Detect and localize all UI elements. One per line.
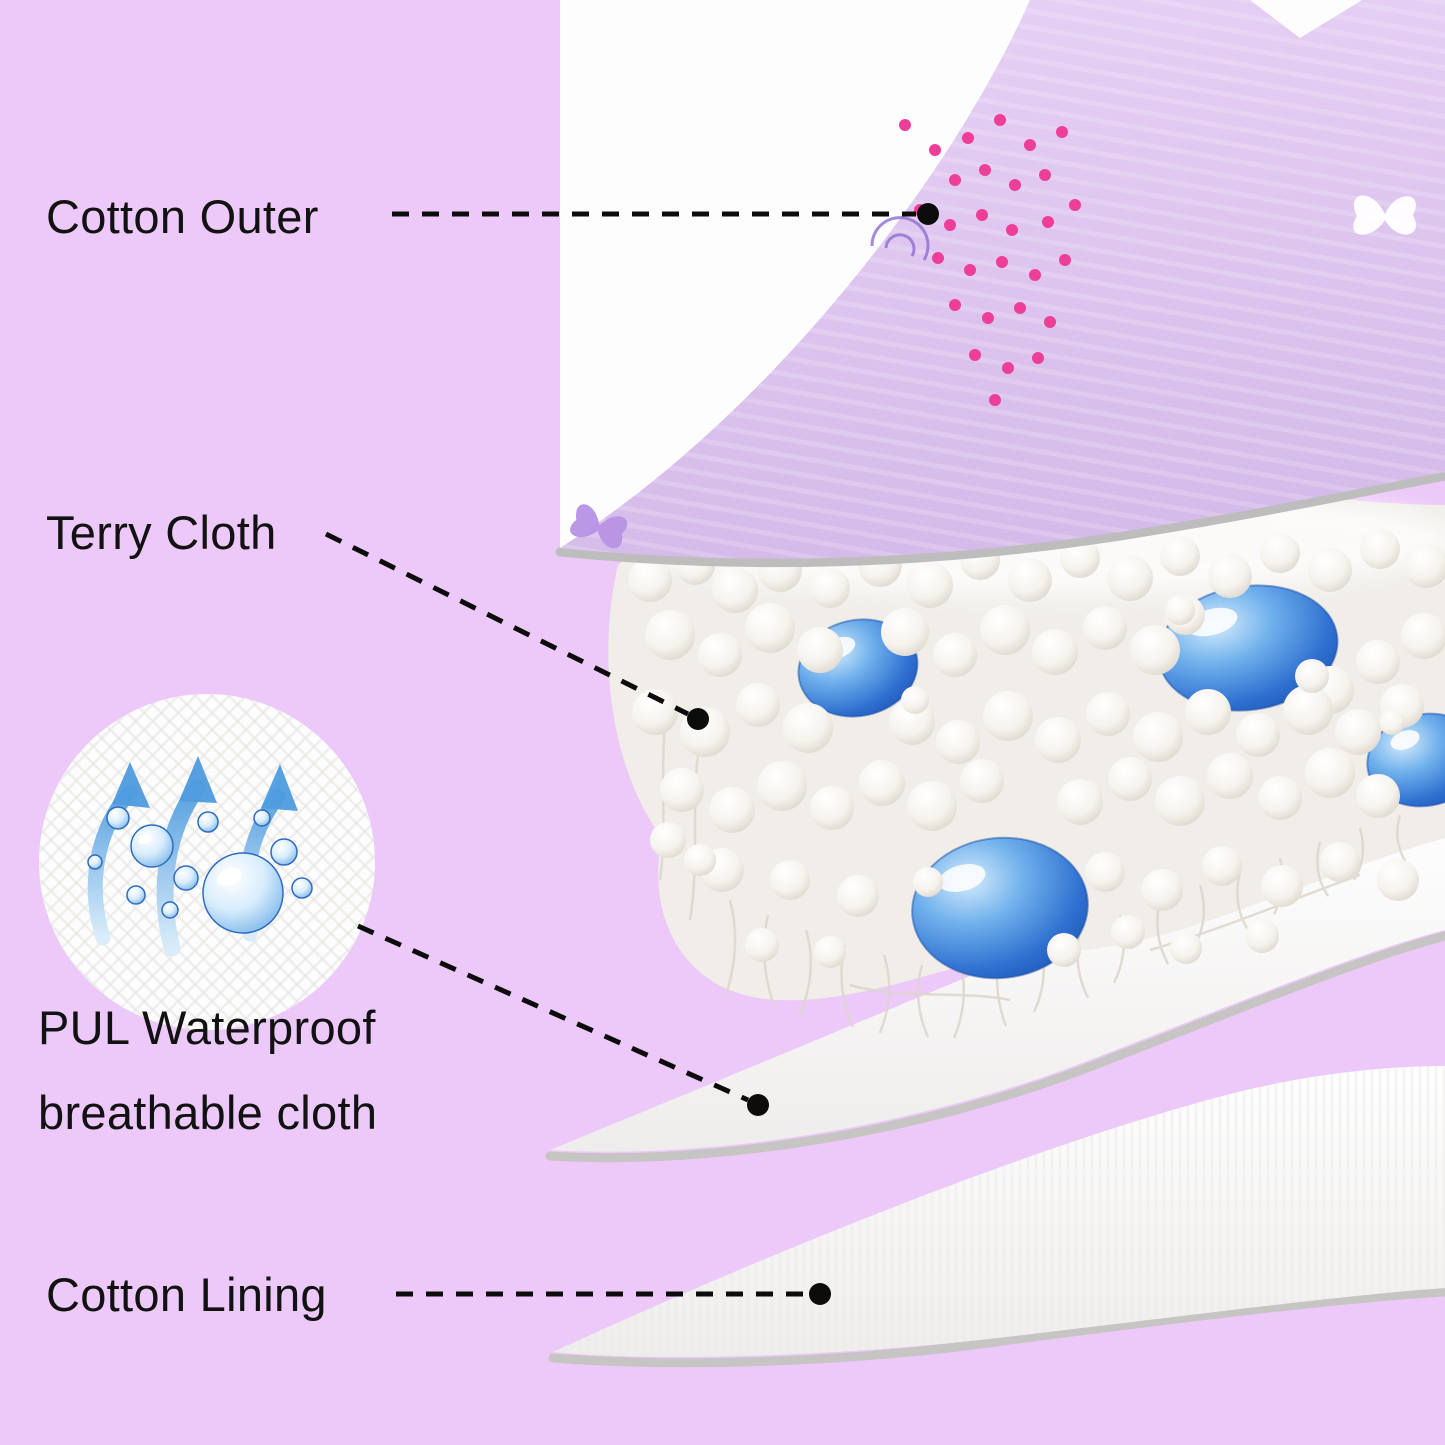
label-pul-waterproof: PUL Waterproof breathable cloth [38, 986, 377, 1155]
waterproof-breathable-inset [39, 694, 375, 1030]
fabric-corner-fold [1250, 0, 1362, 38]
cotton-lining-layer [548, 1066, 1445, 1368]
butterfly-print-icon [1353, 195, 1416, 235]
butterfly-print-purple-icon [570, 504, 628, 549]
leader-lines [324, 211, 916, 1297]
leader-pul [356, 923, 750, 1103]
water-droplets-icon [87, 806, 313, 934]
label-pul-line2: breathable cloth [38, 1085, 378, 1139]
arrow-heads [112, 756, 298, 811]
label-terry-cloth: Terry Cloth [46, 506, 277, 559]
photo-white-backdrop [560, 0, 1030, 549]
pink-print-dots [899, 114, 1081, 406]
cotton-outer-layer [555, 0, 1445, 568]
swirl-print-icon [870, 216, 930, 261]
leader-endpoint-dots [687, 203, 939, 1305]
leader-terry-cloth [324, 531, 690, 717]
label-cotton-lining: Cotton Lining [46, 1268, 327, 1321]
terry-balls [628, 529, 1445, 968]
label-pul-line1: PUL Waterproof [38, 1001, 376, 1054]
label-cotton-outer: Cotton Outer [46, 190, 319, 243]
terry-cloth-layer [608, 473, 1445, 1039]
